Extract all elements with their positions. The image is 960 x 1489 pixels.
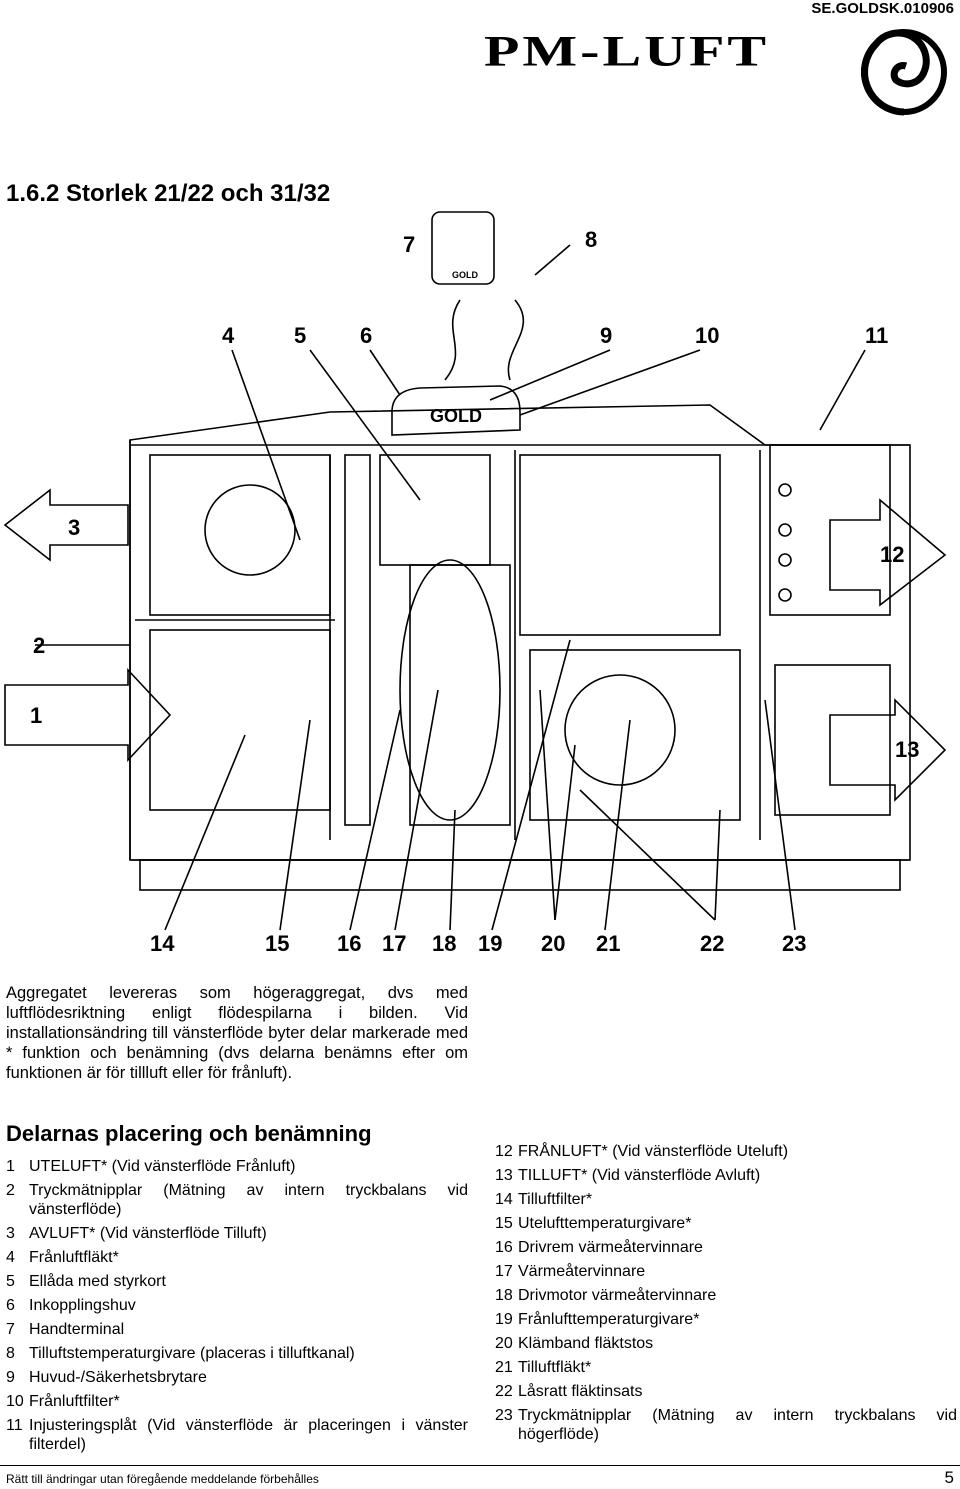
svg-text:GOLD: GOLD — [430, 406, 482, 426]
callout-10: 10 — [695, 323, 719, 348]
logo-swirl-icon — [861, 29, 947, 116]
callout-6: 6 — [360, 323, 372, 348]
sensor-drawing — [534, 244, 571, 276]
callout-1: 1 — [30, 703, 42, 728]
section-title: 1.6.2 Storlek 21/22 och 31/32 — [6, 180, 331, 207]
arrow-1 — [4, 667, 172, 763]
callout-13: 13 — [895, 737, 919, 762]
callout-15: 15 — [265, 931, 289, 956]
document-code: SE.GOLDSK.010906 — [811, 0, 954, 17]
callout-4: 4 — [222, 323, 235, 348]
callout-18: 18 — [432, 931, 456, 956]
callout-14: 14 — [150, 931, 175, 956]
callout-3: 3 — [68, 515, 80, 540]
logo-wordmark: PM-LUFT — [484, 27, 769, 75]
callout-5: 5 — [294, 323, 306, 348]
unit-diagram: GOLD GOLD 1 — [3, 211, 947, 956]
svg-text:GOLD: GOLD — [452, 270, 478, 280]
callout-12: 12 — [880, 542, 904, 567]
callout-16: 16 — [337, 931, 361, 956]
callout-7: 7 — [403, 232, 415, 257]
arrow-3 — [3, 488, 129, 562]
diagram-drawing: GOLD GOLD — [3, 211, 947, 931]
arrow-13 — [829, 698, 947, 802]
callout-19: 19 — [478, 931, 502, 956]
footer-divider — [0, 1465, 960, 1466]
footer-note: Rätt till ändringar utan föregående medd… — [6, 1472, 319, 1486]
gold-hood — [391, 385, 521, 436]
callout-9: 9 — [600, 323, 612, 348]
page-number: 5 — [944, 1468, 954, 1487]
callout-8: 8 — [585, 227, 597, 252]
pm-luft-logo: PM-LUFT — [484, 27, 947, 116]
callout-17: 17 — [382, 931, 406, 956]
callout-20: 20 — [541, 931, 565, 956]
callout-22: 22 — [700, 931, 724, 956]
intro-paragraph: Aggregatet levereras som högeraggregat, … — [6, 984, 468, 1082]
hand-terminal-drawing — [431, 211, 495, 285]
callout-21: 21 — [596, 931, 620, 956]
callout-2: 2 — [33, 633, 45, 658]
arrow-12 — [829, 498, 947, 607]
diagram-callouts: 1 2 3 4 5 6 7 8 9 10 11 12 13 14 15 16 1… — [30, 227, 919, 956]
parts-heading: Delarnas placering och benämning — [6, 1121, 372, 1146]
callout-23: 23 — [782, 931, 806, 956]
callout-11: 11 — [865, 323, 888, 348]
